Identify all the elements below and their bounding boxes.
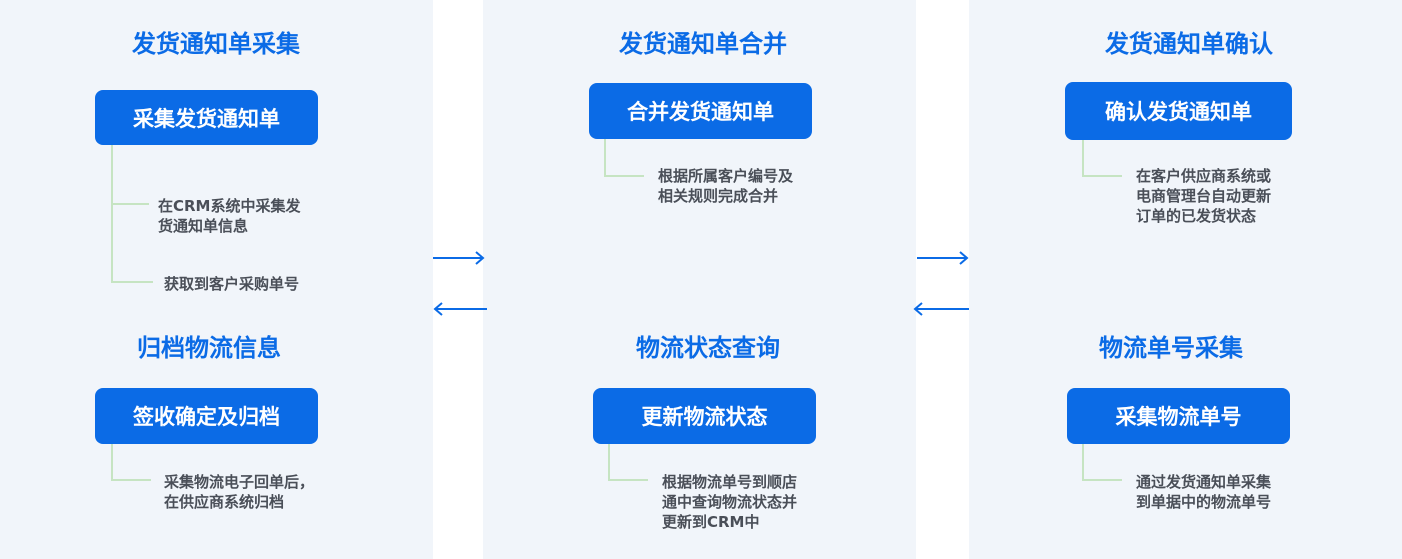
connector-line xyxy=(1082,175,1122,177)
connector-line xyxy=(111,479,151,481)
stage-title-tracking-collect: 物流单号采集 xyxy=(1099,334,1243,362)
note-line: 在CRM系统中采集发 xyxy=(158,197,301,215)
stage-title-status-query: 物流状态查询 xyxy=(636,334,780,362)
note-line: 更新到CRM中 xyxy=(662,513,760,531)
arrow-left-icon xyxy=(433,302,487,316)
connector-line xyxy=(608,479,648,481)
note-line: 到单据中的物流单号 xyxy=(1136,493,1272,511)
connector-line xyxy=(604,175,644,177)
connector-line xyxy=(111,145,113,283)
arrow-right-icon xyxy=(433,251,485,265)
stage-note: 在客户供应商系统或 电商管理台自动更新 订单的已发货状态 xyxy=(1136,166,1271,226)
stage-title-merge: 发货通知单合并 xyxy=(619,30,787,58)
connector-line xyxy=(1082,479,1122,481)
stage-title-confirm: 发货通知单确认 xyxy=(1105,30,1273,58)
collect-notice-button[interactable]: 采集发货通知单 xyxy=(95,90,318,145)
stage-title-collect: 发货通知单采集 xyxy=(132,30,300,58)
confirm-notice-button[interactable]: 确认发货通知单 xyxy=(1065,82,1292,140)
stage-title-archive: 归档物流信息 xyxy=(137,334,281,362)
connector-line xyxy=(1082,444,1084,481)
stage-note: 根据物流单号到顺店 通中查询物流状态并 更新到CRM中 xyxy=(662,472,797,532)
connector-line xyxy=(111,444,113,481)
update-status-button[interactable]: 更新物流状态 xyxy=(593,388,816,444)
connector-line xyxy=(608,444,610,481)
stage-note: 通过发货通知单采集 到单据中的物流单号 xyxy=(1136,472,1271,512)
arrow-right-icon xyxy=(917,251,969,265)
stage-note: 获取到客户采购单号 xyxy=(164,274,299,294)
stage-note: 采集物流电子回单后， 在供应商系统归档 xyxy=(164,472,314,512)
note-line: 通中查询物流状态并 xyxy=(662,493,798,511)
note-line: 货通知单信息 xyxy=(158,217,249,235)
note-line: 在供应商系统归档 xyxy=(164,493,285,511)
arrow-left-icon xyxy=(913,302,969,316)
merge-notice-button[interactable]: 合并发货通知单 xyxy=(589,83,812,139)
note-line: 在客户供应商系统或 xyxy=(1136,167,1272,185)
stage-note: 根据所属客户编号及 相关规则完成合并 xyxy=(658,166,793,206)
note-line: 采集物流电子回单后， xyxy=(164,473,315,491)
sign-archive-button[interactable]: 签收确定及归档 xyxy=(95,388,318,444)
note-line: 相关规则完成合并 xyxy=(658,187,779,205)
note-line: 根据物流单号到顺店 xyxy=(662,473,798,491)
note-line: 通过发货通知单采集 xyxy=(1136,473,1272,491)
connector-line xyxy=(604,139,606,177)
collect-tracking-button[interactable]: 采集物流单号 xyxy=(1067,388,1290,444)
connector-line xyxy=(1082,140,1084,177)
connector-line xyxy=(111,281,153,283)
note-line: 获取到客户采购单号 xyxy=(164,275,300,293)
stage-note: 在CRM系统中采集发 货通知单信息 xyxy=(158,196,301,236)
connector-line xyxy=(111,203,149,205)
note-line: 订单的已发货状态 xyxy=(1136,207,1257,225)
note-line: 电商管理台自动更新 xyxy=(1136,187,1272,205)
note-line: 根据所属客户编号及 xyxy=(658,167,794,185)
